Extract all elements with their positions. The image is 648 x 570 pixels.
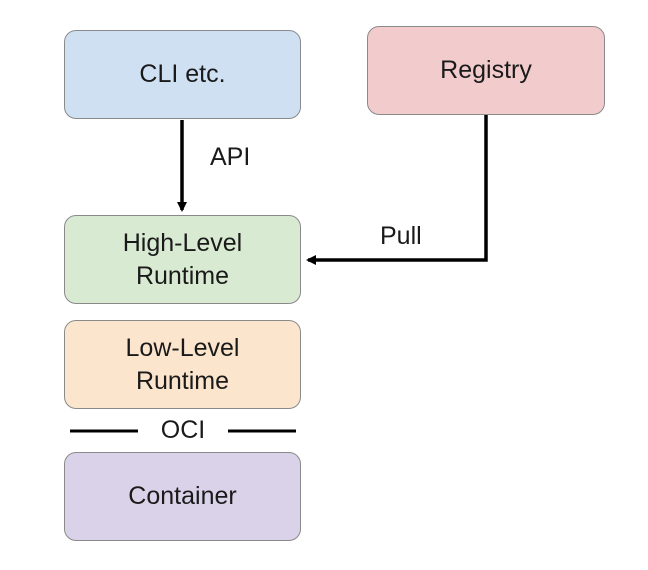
api-edge-label: API [210,143,251,171]
cli-label: CLI etc. [139,60,226,89]
high-level-runtime-box: High-Level Runtime [64,215,301,304]
pull-edge-label: Pull [380,222,422,250]
container-label: Container [128,482,237,511]
cli-box: CLI etc. [64,30,301,119]
low-level-runtime-label: Low-Level Runtime [125,334,240,395]
low-level-runtime-box: Low-Level Runtime [64,320,301,409]
container-box: Container [64,452,301,541]
high-level-runtime-label: High-Level Runtime [122,229,243,290]
pull-arrow [306,114,488,265]
registry-box: Registry [367,26,605,115]
oci-separator-label: OCI [160,416,206,444]
registry-label: Registry [440,56,532,85]
